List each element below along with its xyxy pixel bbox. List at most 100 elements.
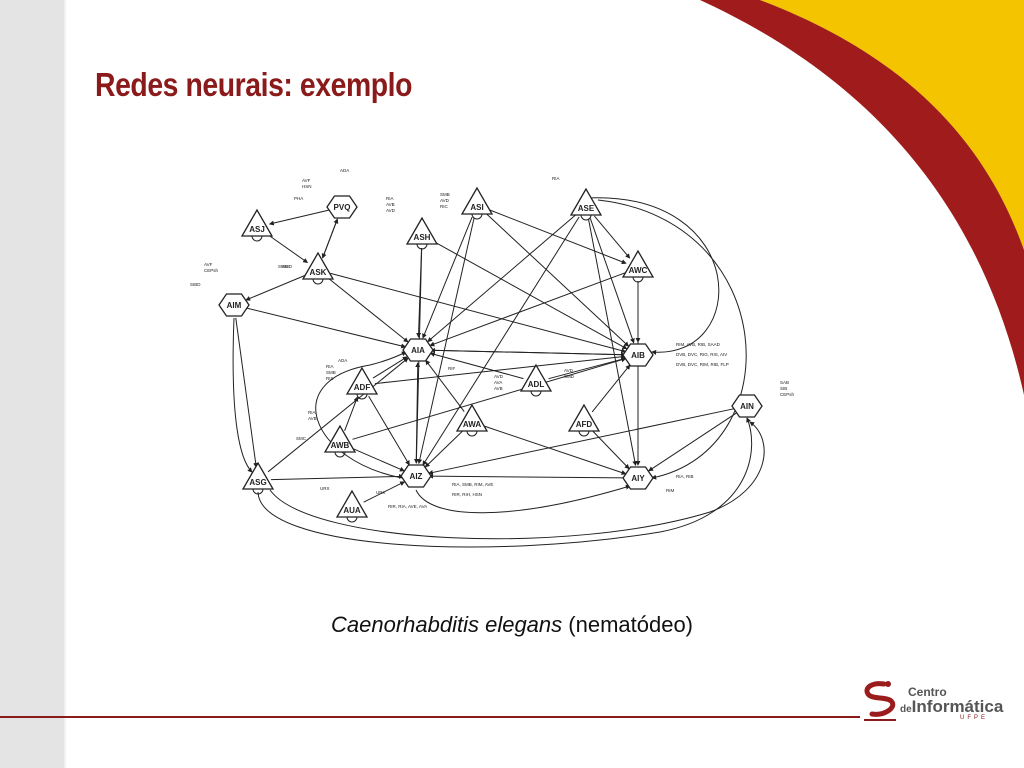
- synapse-edge-aib-aia: [430, 347, 626, 356]
- synapse-edge-awa-aiy: [484, 425, 627, 475]
- neuron-node-ash: ASH: [405, 216, 439, 250]
- neuron-node-adf: ADF: [345, 366, 379, 400]
- slide-title: Redes neurais: exemplo: [95, 66, 413, 103]
- logo-de: de: [900, 704, 912, 715]
- synapse-edge-ask-aia: [327, 277, 409, 343]
- neuron-node-ask: ASK: [301, 251, 335, 285]
- synapse-partner-label: AVA: [494, 380, 502, 385]
- synapse-partner-label: HSN: [302, 184, 312, 189]
- synapse-partner-label: SMD: [564, 374, 575, 379]
- synapse-partner-label: DVB, DVC, RIG, RIS, AIV: [676, 352, 727, 357]
- synapse-edge-ase-aia: [427, 214, 577, 343]
- synapse-partner-label: AVF: [204, 262, 213, 267]
- synapse-edge-asi-aia: [422, 216, 473, 339]
- swoosh-yellow: [760, 0, 1024, 250]
- synapse-partner-label: URX: [320, 486, 330, 491]
- synapse-partner-label: SMB: [326, 370, 336, 375]
- neuron-node-awa: AWA: [455, 403, 489, 437]
- neuron-label: ADF: [354, 383, 371, 392]
- synapse-partner-label: RIA, SMB, RIM, AVE: [452, 482, 493, 487]
- neuron-label: AUA: [343, 506, 361, 515]
- neuron-node-ase: ASE: [569, 187, 603, 221]
- synapse-edge-ask-pvq: [322, 218, 339, 259]
- synapse-edge-awb-aib: [352, 357, 627, 440]
- synapse-partner-label: AVB: [494, 386, 503, 391]
- neuron-label: PVQ: [334, 203, 351, 212]
- synapse-edge-ain-aiz: [427, 408, 735, 475]
- neuron-node-awc: AWC: [621, 249, 655, 283]
- synapse-edge-ain-aiy: [648, 412, 737, 472]
- neuron-node-aiz: AIZ: [400, 464, 432, 488]
- synapse-edge-aiy-aiz: [428, 473, 626, 479]
- neuron-label: ASH: [414, 233, 431, 242]
- synapse-partner-label: URX: [376, 490, 386, 495]
- synapse-partner-label: AVD: [440, 198, 450, 203]
- synapse-partner-label: AVB: [386, 202, 395, 207]
- synapse-curve-3: [585, 197, 720, 355]
- neuron-label: AIA: [411, 346, 425, 355]
- synapse-curve-2: [269, 421, 765, 540]
- synapse-partner-label: SIB: [780, 386, 787, 391]
- neuron-label: ASK: [310, 268, 327, 277]
- synapse-edge-awa-aiz: [424, 430, 463, 468]
- neuron-node-aia: AIA: [402, 338, 434, 362]
- synapse-partner-label: RIS: [326, 376, 334, 381]
- neuron-label: ASE: [578, 204, 595, 213]
- synapse-partner-label: SMG: [278, 264, 289, 269]
- logo-line-ufpe: UFPE: [960, 715, 989, 721]
- caption-common-name: (nematódeo): [562, 612, 694, 637]
- synapse-partner-label: RIA: [326, 364, 334, 369]
- synapse-partner-label: RIM, AVB, RIB, SAAD: [676, 342, 721, 347]
- logo-line-centro: Centro: [908, 685, 947, 699]
- synapse-edge-aim-asg: [235, 317, 259, 468]
- synapse-edge-ase-aib: [589, 218, 635, 344]
- neuron-node-ain: AIN: [731, 394, 763, 418]
- logo-line-informatica: deInformática: [900, 698, 1003, 715]
- neuron-node-awb: AWB: [323, 424, 357, 458]
- logo-informatica: Informática: [911, 697, 1004, 716]
- synapse-partner-label: SMD: [282, 264, 293, 269]
- neuron-label: AIB: [631, 351, 645, 360]
- neuron-label: ASI: [470, 203, 483, 212]
- synapse-partner-label: CEPsh: [204, 268, 219, 273]
- neuron-node-aiy: AIY: [622, 466, 654, 490]
- neuron-label: ADL: [528, 380, 545, 389]
- synapse-partner-label: PHA: [294, 196, 303, 201]
- neuron-label: ASJ: [249, 225, 265, 234]
- synapse-partner-label: AVB: [308, 416, 317, 421]
- synapse-edge-awb-aiz: [351, 447, 405, 472]
- synapse-edge-adf-aia: [372, 356, 408, 379]
- neuron-node-afd: AFD: [567, 403, 601, 437]
- synapse-partner-label: AVD: [564, 368, 574, 373]
- synapse-edge-asi-awc: [488, 209, 627, 265]
- synapse-partner-label: AVD: [386, 208, 396, 213]
- synapse-edge-asg-aiz: [270, 473, 404, 481]
- cin-logo-icon: [864, 681, 896, 721]
- swoosh-red: [700, 0, 1024, 395]
- synapse-partner-label: CEPsh: [780, 392, 795, 397]
- synapse-partner-label: ADA: [338, 358, 347, 363]
- neuron-label: AIN: [740, 402, 754, 411]
- synapse-partner-label: RIR, RIH, HSN: [452, 492, 482, 497]
- synapse-partner-label: RIC: [440, 204, 449, 209]
- synapse-edge-ase-aiy: [587, 218, 638, 467]
- synapse-edge-adf-aiz: [368, 395, 410, 466]
- synapse-curve-6: [232, 317, 253, 473]
- synapse-partner-label: RIM: [666, 488, 675, 493]
- synapse-edge-pvq-asj: [268, 209, 330, 226]
- neuron-label: AWB: [331, 441, 350, 450]
- synapse-partner-label: RIA, RIB: [676, 474, 694, 479]
- neuron-label: AIY: [631, 474, 645, 483]
- neuron-label: AWC: [629, 266, 648, 275]
- synapse-edge-asi-aiz: [417, 217, 475, 465]
- synapse-edge-aim-aia: [246, 307, 407, 349]
- synapse-edge-afd-aib: [591, 364, 631, 413]
- neuron-label: AIZ: [410, 472, 423, 481]
- synapse-edge-awa-aia: [425, 359, 465, 412]
- synapse-partner-label: SMC: [296, 436, 307, 441]
- neuron-node-asi: ASI: [460, 186, 494, 220]
- synapse-edge-awb-adf: [344, 396, 359, 432]
- synapse-partner-label: AVF: [302, 178, 311, 183]
